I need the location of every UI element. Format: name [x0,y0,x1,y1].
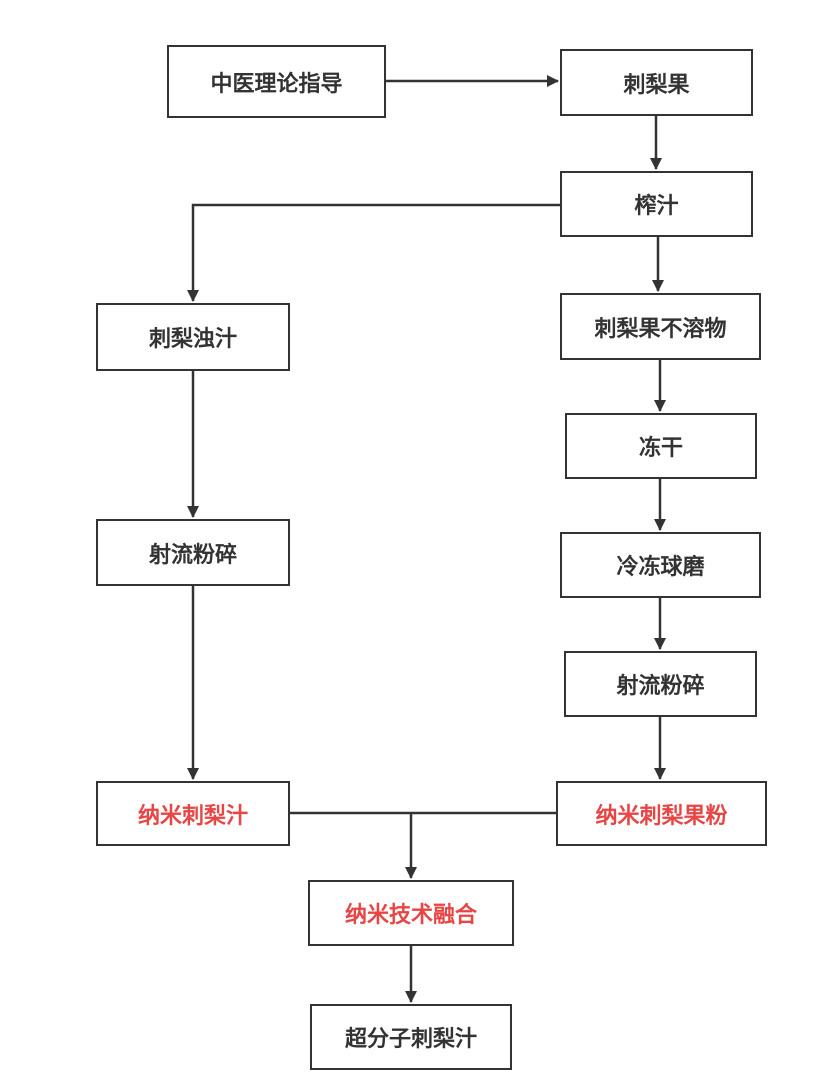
node-jet-mill-left: 射流粉碎 [96,519,290,586]
node-nano-fusion: 纳米技术融合 [308,880,514,946]
node-cryo-ball-mill: 冷冻球磨 [560,532,761,598]
node-insoluble: 刺梨果不溶物 [560,293,761,360]
arrow-press-to-turbid [187,203,560,302]
node-nano-juice: 纳米刺梨汁 [96,781,290,846]
node-nano-powder: 纳米刺梨果粉 [556,781,767,846]
node-fruit: 刺梨果 [560,49,753,116]
node-freeze-dry: 冻干 [565,413,757,479]
node-final-product: 超分子刺梨汁 [310,1004,512,1070]
node-press: 榨汁 [560,171,753,237]
node-tcm-guidance: 中医理论指导 [167,45,386,118]
node-jet-mill-right: 射流粉碎 [564,651,757,717]
node-turbid-juice: 刺梨浊汁 [96,303,290,371]
